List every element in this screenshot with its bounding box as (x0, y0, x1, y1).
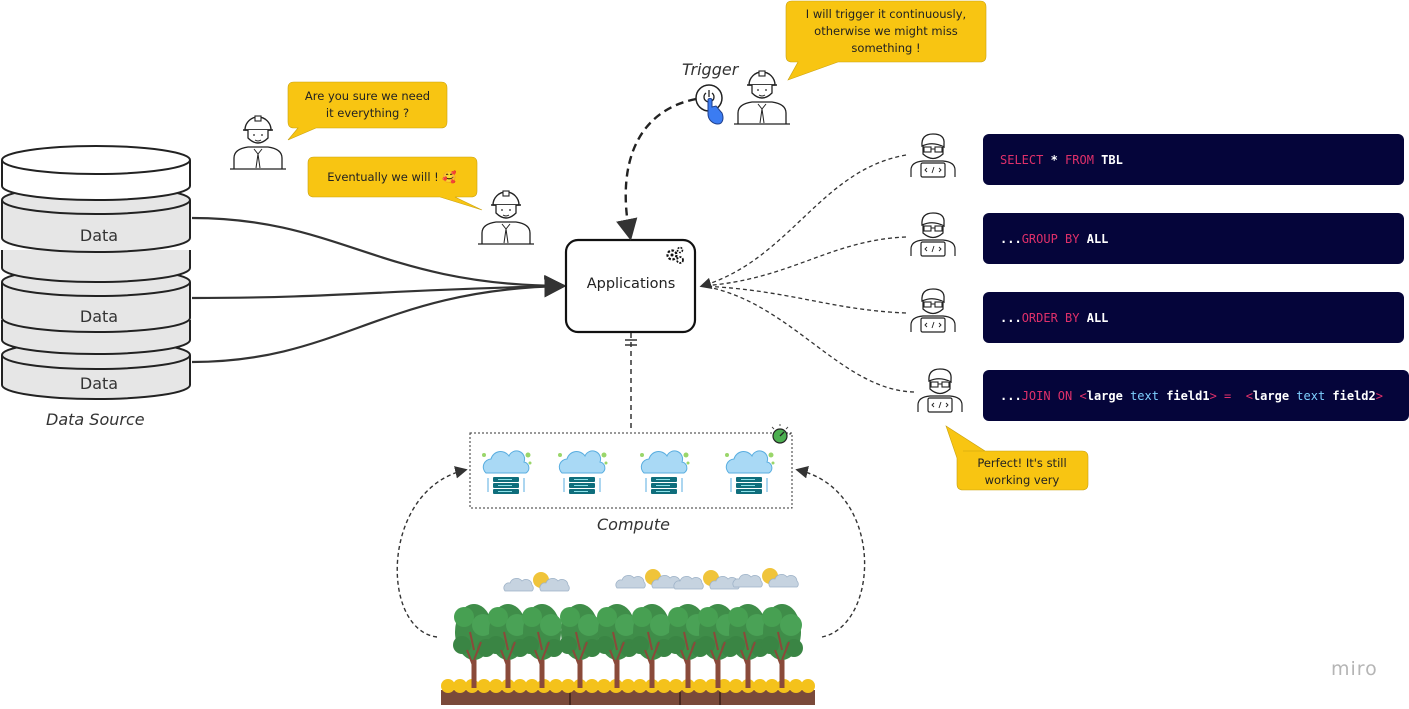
trigger-label: Trigger (682, 60, 739, 79)
data-flow-connectors (191, 216, 567, 364)
data-layer-2-label: Data (79, 307, 119, 326)
query-token: ... (1000, 310, 1022, 325)
query-token: field2 (1332, 388, 1376, 403)
sun-cloud-icon (732, 568, 799, 588)
query-token: ... (1000, 231, 1022, 246)
query-token: text (1296, 388, 1333, 403)
data-source-cylinder[interactable] (1, 145, 191, 400)
bubble-perfect-text: Perfect! It's still working very (977, 456, 1067, 487)
cloud-server-icon (482, 450, 532, 494)
gears-icon (666, 246, 684, 264)
developer-avatar (910, 212, 956, 257)
bubble-trigger (785, 0, 987, 81)
bubble-sure (287, 81, 448, 141)
query-token: TBL (1101, 152, 1123, 167)
bubble-perfect (945, 425, 1089, 491)
worker-avatar (734, 70, 790, 125)
query-token: field1 (1166, 388, 1210, 403)
forest-loop-connectors (396, 466, 866, 638)
server-group (482, 450, 775, 494)
data-layer-3-label: Data (79, 374, 119, 393)
query-token: < (1079, 388, 1087, 403)
query-token: > (1375, 388, 1383, 403)
tree-icon (761, 604, 803, 688)
tree-icon (631, 604, 673, 688)
developers (910, 133, 963, 413)
query-token: ORDER BY (1021, 310, 1087, 325)
sun-cloud-icon (673, 570, 740, 590)
bubble-sure-text: Are you sure we need it everything ? (304, 89, 431, 120)
data-source-caption: Data Source (46, 410, 145, 429)
query-token: * (1050, 152, 1066, 167)
query-token: < (1238, 388, 1253, 403)
query-token: ALL (1086, 310, 1109, 325)
cloud-server-icon (640, 450, 690, 494)
query-token: text (1130, 388, 1167, 403)
bubble-eventually-text: Eventually we will ! 🥰 (327, 170, 457, 184)
tree-icon (521, 604, 563, 688)
query-group-by[interactable]: ...GROUP BY ALL (983, 213, 1404, 264)
worker-avatar (478, 190, 534, 245)
trigger-connector (616, 97, 697, 241)
query-select-all[interactable]: SELECT * FROM TBL (983, 134, 1404, 185)
sun-cloud-icon (615, 569, 682, 589)
bubble-eventually (307, 156, 483, 211)
developer-avatar (910, 288, 956, 333)
timer-icon (771, 424, 791, 444)
query-token: FROM (1065, 152, 1102, 167)
developer-connectors (699, 154, 915, 393)
soil (441, 690, 815, 705)
query-token: GROUP BY (1021, 231, 1087, 246)
data-layer-1-label: Data (79, 226, 119, 245)
query-token: large (1252, 388, 1297, 403)
query-token: ... (1000, 388, 1022, 403)
cloud-server-icon (725, 450, 775, 494)
forest (441, 568, 815, 705)
query-join-on[interactable]: ...JOIN ON <large text field1> = <large … (983, 370, 1409, 421)
applications-label: Applications (586, 276, 676, 292)
sun-cloud-icon (503, 572, 570, 592)
miro-watermark: miro (1331, 658, 1378, 680)
query-token: > = (1209, 388, 1239, 403)
developer-avatar (917, 368, 963, 413)
bubble-trigger-text: I will trigger it continuously, otherwis… (805, 7, 967, 55)
query-token: JOIN ON (1021, 388, 1080, 403)
query-order-by[interactable]: ...ORDER BY ALL (983, 292, 1404, 343)
tree-icon (559, 604, 601, 688)
query-token: SELECT (1000, 152, 1051, 167)
trigger-button-icon[interactable] (695, 84, 724, 125)
developer-avatar (910, 133, 956, 178)
compute-caption: Compute (597, 515, 670, 534)
tree-icon (453, 604, 495, 688)
compute-link (625, 333, 637, 432)
query-token: ALL (1086, 231, 1109, 246)
query-token: large (1086, 388, 1131, 403)
worker-avatar (230, 115, 286, 170)
cloud-server-icon (558, 450, 608, 494)
workers (230, 70, 790, 245)
